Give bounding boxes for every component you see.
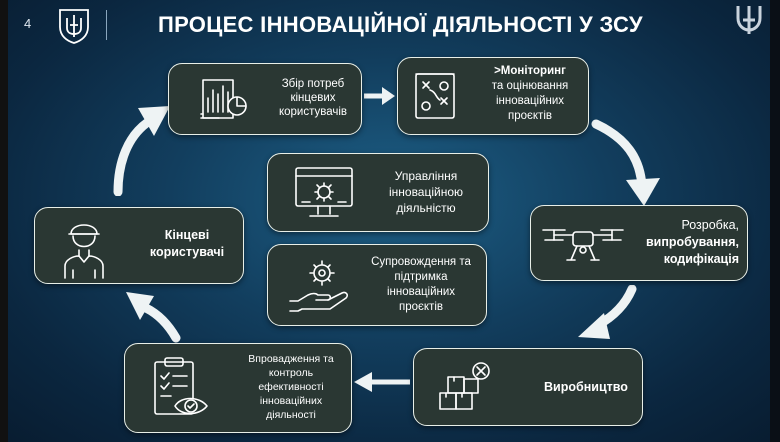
trident-corner-icon xyxy=(736,6,762,34)
tactics-board-icon xyxy=(415,73,455,119)
step-monitoring-line2: та оцінювання xyxy=(491,80,569,92)
page-number: 4 xyxy=(24,16,32,31)
step-needs-collection: Збір потреб кінцевих користувачів xyxy=(168,63,362,135)
header-divider xyxy=(106,10,107,40)
drone-icon xyxy=(542,229,624,261)
boxes-icon xyxy=(439,362,490,410)
arrow-production-to-implementation xyxy=(354,372,410,392)
step-development-line1: Розробка, xyxy=(681,218,739,232)
step-implementation: Впровадження та контроль ефективності ін… xyxy=(124,343,352,433)
screen-bezel-right xyxy=(770,0,780,442)
step-production: Виробництво xyxy=(413,348,643,426)
arrow-monitoring-to-development xyxy=(591,119,660,206)
document-chart-icon xyxy=(200,79,247,119)
step-monitoring: >Моніторинг та оцінювання інноваційних п… xyxy=(397,57,589,135)
arrow-development-to-production xyxy=(578,285,637,339)
center-management: Управління інноваційною діяльністю xyxy=(267,153,489,232)
soldier-icon xyxy=(64,224,104,279)
center-management-label: Управління інноваційною діяльністю xyxy=(388,169,464,215)
checklist-eye-icon xyxy=(154,357,208,415)
step-monitoring-line3: інноваційних xyxy=(495,95,565,107)
step-development-line3: кодифікація xyxy=(663,252,739,266)
monitor-gear-icon xyxy=(295,167,353,217)
arrow-end-users-to-needs xyxy=(113,106,170,196)
step-end-users: Кінцеві користувачі xyxy=(34,207,244,284)
step-end-users-label: Кінцеві користувачі xyxy=(149,228,225,259)
step-development: Розробка, випробування, кодифікація xyxy=(530,205,748,281)
page-title: ПРОЦЕС ІННОВАЦІЙНОЇ ДІЯЛЬНОСТІ У ЗСУ xyxy=(158,12,643,37)
step-monitoring-line4: проєктів xyxy=(508,110,552,122)
step-needs-label: Збір потреб кінцевих користувачів xyxy=(278,78,348,118)
armed-forces-emblem-icon xyxy=(59,9,89,44)
step-implementation-label: Впровадження та контроль ефективності ін… xyxy=(248,353,334,421)
center-support-label: Супровождення та підтримка інноваційних … xyxy=(371,256,471,313)
step-monitoring-line1: >Моніторинг xyxy=(494,65,566,77)
step-production-label: Виробництво xyxy=(544,380,628,394)
arrow-implementation-to-end-users xyxy=(126,292,181,343)
arrow-needs-to-monitoring xyxy=(364,87,395,105)
hand-gear-icon xyxy=(289,260,349,312)
center-support: Супровождення та підтримка інноваційних … xyxy=(267,244,487,326)
step-development-line2: випробування, xyxy=(645,235,739,249)
screen-bezel-left xyxy=(0,0,8,442)
